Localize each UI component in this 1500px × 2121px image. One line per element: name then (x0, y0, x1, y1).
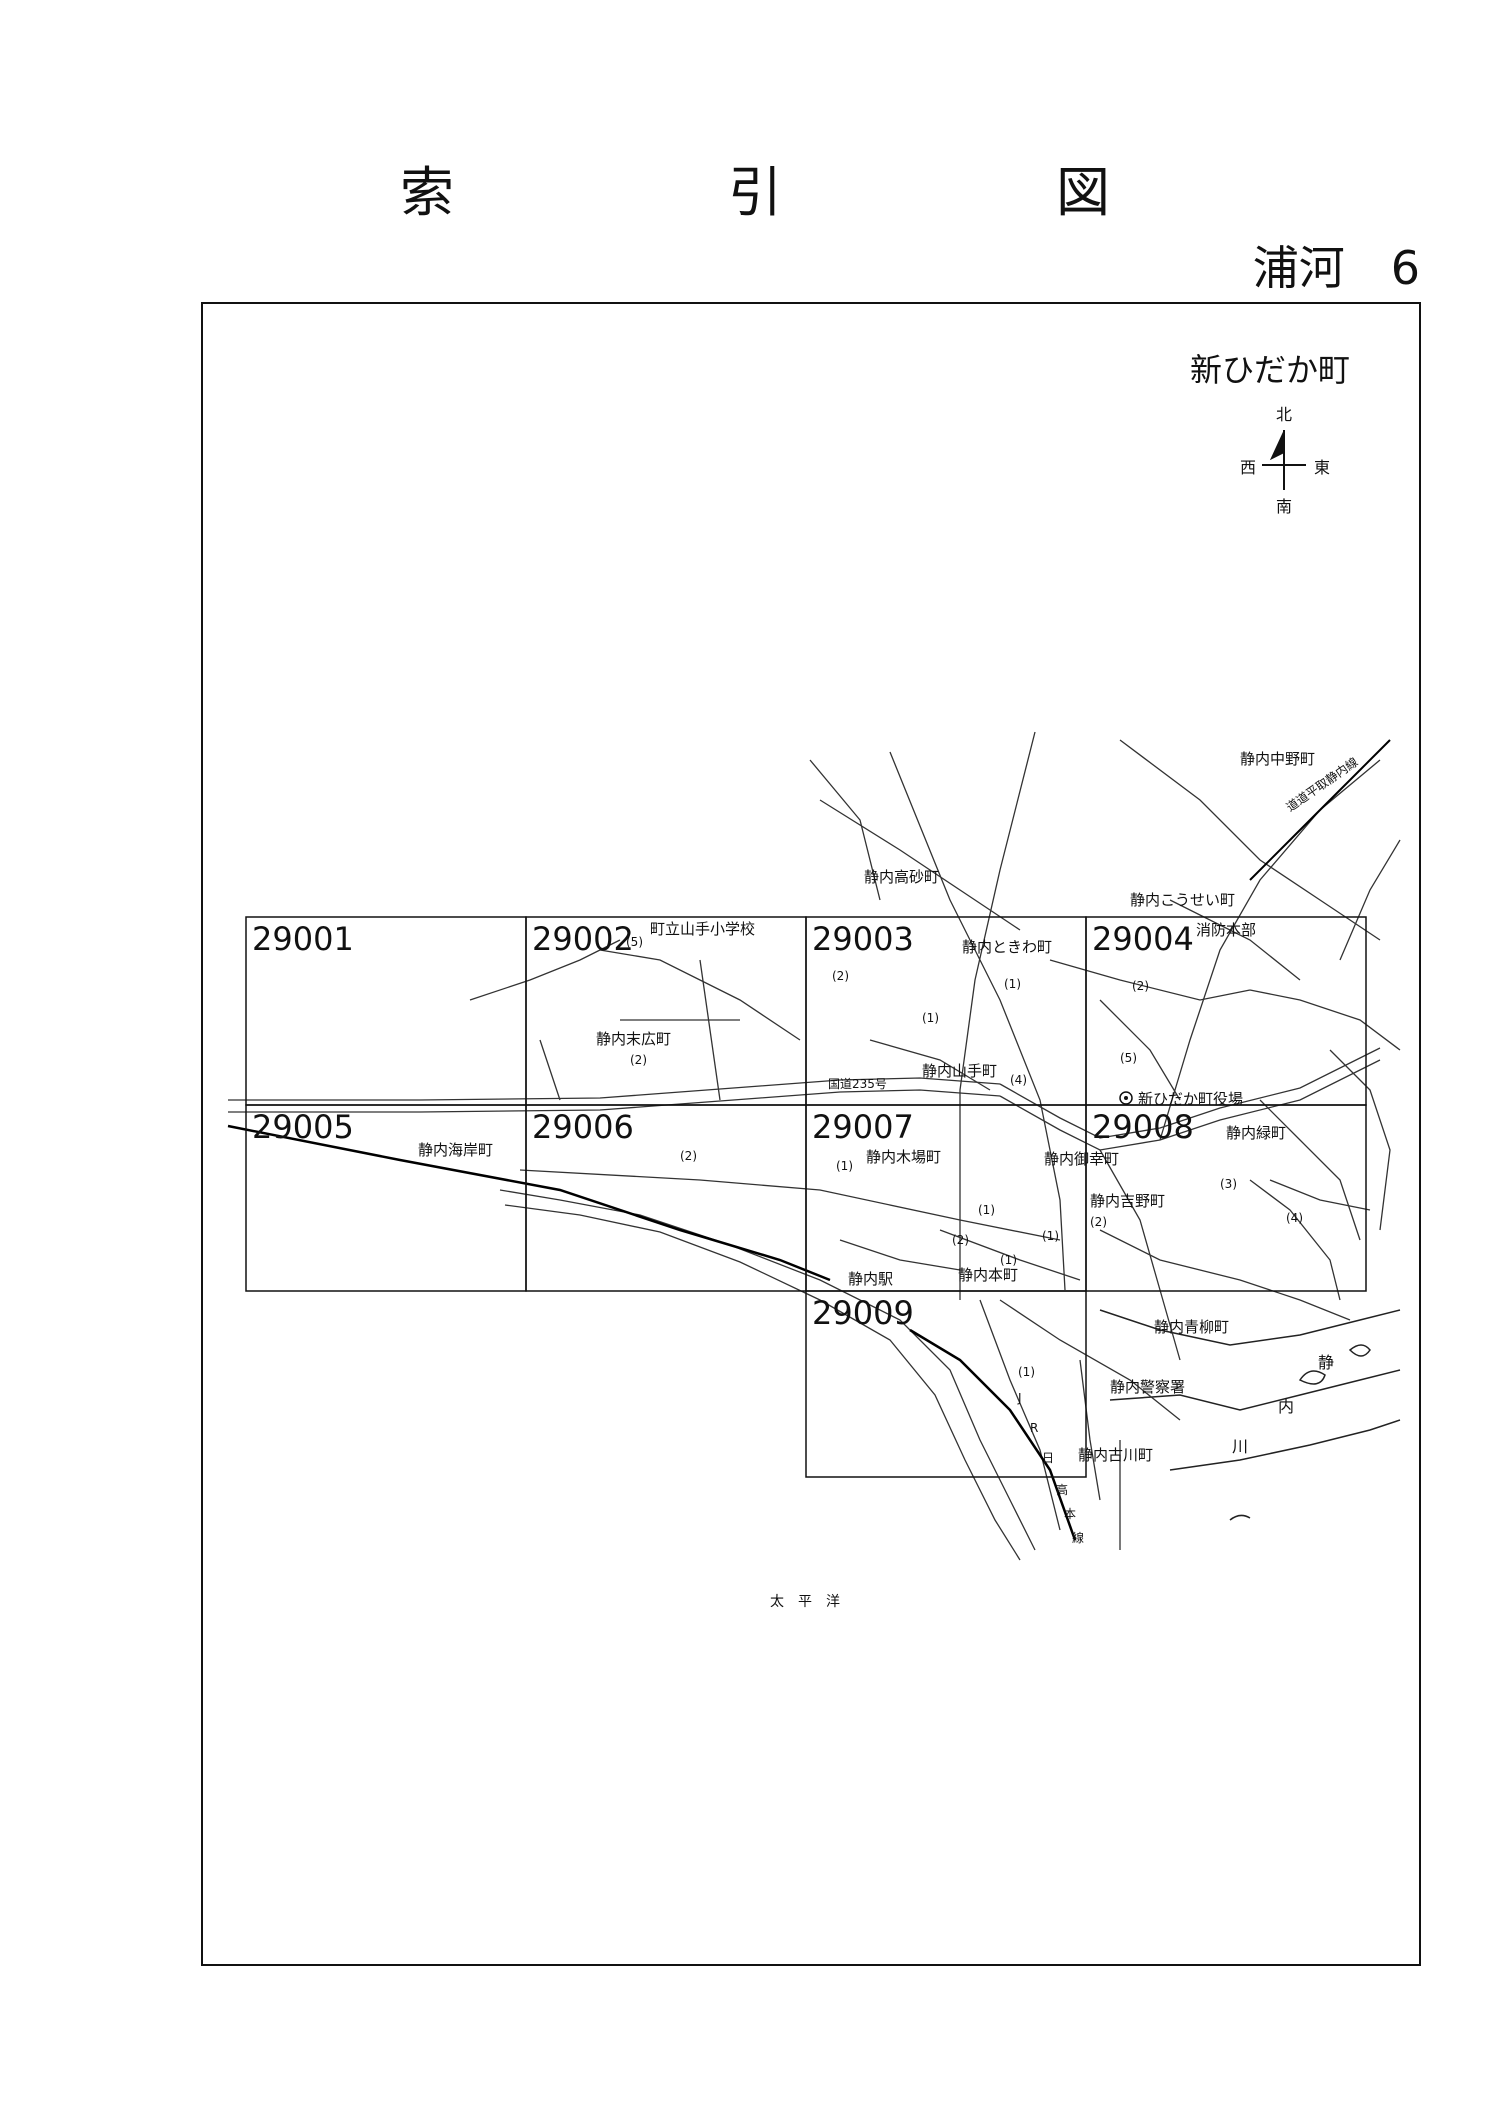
block-number: (4) (1286, 1211, 1303, 1225)
label-tokiwa: 静内ときわ町 (962, 938, 1052, 956)
label-nakano: 静内中野町 (1240, 750, 1315, 768)
compass-west: 西 (1240, 458, 1256, 477)
area-label: 浦河 6 (1252, 241, 1420, 295)
label-furukawa: 静内古川町 (1078, 1446, 1153, 1464)
jr-label-char: 日 (1042, 1451, 1054, 1465)
label-yamate-school: 町立山手小学校 (650, 920, 755, 938)
block-number: (1) (1018, 1365, 1035, 1379)
block-number: (2) (832, 969, 849, 983)
label-midori: 静内緑町 (1226, 1124, 1286, 1142)
sheet-29008[interactable]: 29008 (1092, 1108, 1194, 1146)
block-number: (5) (626, 935, 643, 949)
label-kousei: 静内こうせい町 (1130, 891, 1235, 909)
town-name: 新ひだか町 (1190, 351, 1351, 389)
sheet-29009[interactable]: 29009 (812, 1294, 914, 1332)
label-takasago: 静内高砂町 (864, 868, 939, 886)
town-hall-icon (1119, 1091, 1133, 1105)
town-hall-dot (1124, 1096, 1128, 1100)
index-grid (245, 916, 1367, 1478)
label-keisatsu: 静内警察署 (1110, 1378, 1185, 1396)
block-number: (2) (952, 1233, 969, 1247)
road-network (228, 731, 1401, 1550)
label-yamate: 静内山手町 (922, 1062, 997, 1080)
compass-south: 南 (1276, 497, 1292, 516)
river-label-char: 川 (1232, 1437, 1248, 1456)
block-number: (2) (1090, 1215, 1107, 1229)
block-number: (4) (1010, 1073, 1027, 1087)
block-number: (2) (1132, 979, 1149, 993)
sheet-29001[interactable]: 29001 (252, 920, 354, 958)
river-label-char: 内 (1278, 1397, 1294, 1416)
map-frame (201, 302, 1421, 1966)
label-yakuba: 新ひだか町役場 (1138, 1090, 1243, 1108)
label-miyuki: 静内御幸町 (1044, 1150, 1119, 1168)
label-yoshino: 静内吉野町 (1090, 1192, 1165, 1210)
river-label-char: 静 (1318, 1353, 1334, 1372)
label-honcho: 静内本町 (958, 1266, 1018, 1284)
river (1099, 1309, 1401, 1521)
label-kaigan: 静内海岸町 (418, 1141, 493, 1159)
block-number: (2) (630, 1053, 647, 1067)
label-kiba: 静内木場町 (866, 1148, 941, 1166)
block-number: (1) (1004, 977, 1021, 991)
block-number: (1) (978, 1203, 995, 1217)
sheet-29007[interactable]: 29007 (812, 1108, 914, 1146)
block-number: (3) (1220, 1177, 1237, 1191)
label-kokudou: 国道235号 (828, 1077, 887, 1091)
compass-east: 東 (1314, 458, 1330, 477)
block-number: (2) (680, 1149, 697, 1163)
compass-north: 北 (1276, 405, 1292, 424)
compass-icon (1262, 430, 1306, 490)
jr-label-char: 線 (1072, 1530, 1084, 1545)
label-eki: 静内駅 (848, 1270, 893, 1288)
sheet-29003[interactable]: 29003 (812, 920, 914, 958)
coastline (499, 1189, 1036, 1561)
block-number: (1) (1042, 1229, 1059, 1243)
jr-label-char: J (1017, 1391, 1022, 1405)
railway-jr (227, 1124, 1077, 1541)
block-number: (1) (836, 1159, 853, 1173)
block-number: (1) (922, 1011, 939, 1025)
page-title: 索 引 図 (400, 161, 1220, 224)
label-shoubou: 消防本部 (1196, 921, 1256, 939)
block-number: (5) (1120, 1051, 1137, 1065)
sheet-29004[interactable]: 29004 (1092, 920, 1194, 958)
railway-dodo (1249, 739, 1391, 881)
jr-label-char: R (1030, 1421, 1038, 1435)
label-ocean: 太 平 洋 (770, 1594, 840, 1610)
label-aoyagi: 静内青柳町 (1154, 1318, 1229, 1336)
block-number: (1) (1000, 1253, 1017, 1267)
sheet-29005[interactable]: 29005 (252, 1108, 354, 1146)
label-suehiro: 静内末広町 (596, 1030, 671, 1048)
sheet-29006[interactable]: 29006 (532, 1108, 634, 1146)
sheet-29002[interactable]: 29002 (532, 920, 634, 958)
jr-label-char: 高 (1056, 1482, 1068, 1497)
jr-label-char: 本 (1064, 1507, 1076, 1521)
